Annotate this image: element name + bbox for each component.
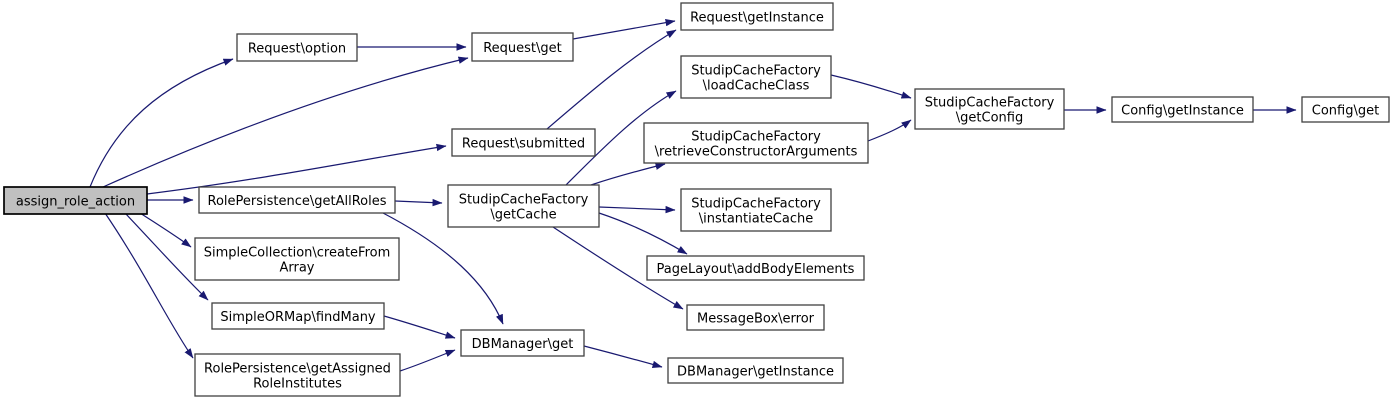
node-label-pagelayout-addbodyelements: PageLayout\addBodyElements [657, 262, 855, 277]
node-box-config-getinstance[interactable] [1111, 96, 1254, 123]
node-label-request-getinstance: Request\getInstance [690, 10, 824, 25]
node-box-studipcachefactory-getconfig[interactable] [914, 88, 1065, 130]
node-box-messagebox-error[interactable] [686, 304, 825, 331]
node-label-config-getinstance: Config\getInstance [1121, 103, 1244, 118]
node-label-studipcachefactory-instantiatecache: StudipCacheFactory\instantiateCache [691, 196, 821, 226]
edge-dbmanager-get--dbmanager-getinstance [583, 345, 663, 369]
node-box-request-option[interactable] [236, 33, 358, 62]
node-box-config-get[interactable] [1301, 96, 1390, 123]
node-request-option[interactable]: Request\option [236, 33, 358, 62]
edges-layer [89, 19, 1297, 372]
edge-rolepersistence-getassignedroleinstitutes--dbmanager-get [399, 349, 456, 372]
node-box-request-get[interactable] [471, 32, 574, 62]
node-request-getinstance[interactable]: Request\getInstance [680, 2, 834, 31]
node-dbmanager-get[interactable]: DBManager\get [460, 329, 585, 357]
node-box-studipcachefactory-instantiatecache[interactable] [680, 188, 832, 232]
node-studipcachefactory-retrieveconstructorarguments[interactable]: StudipCacheFactory\retrieveConstructorAr… [643, 122, 869, 164]
node-box-request-submitted[interactable] [451, 128, 596, 157]
node-box-simplecollection-createfromarray[interactable] [194, 237, 400, 281]
node-box-studipcachefactory-loadcacheclass[interactable] [680, 55, 832, 99]
node-request-submitted[interactable]: Request\submitted [451, 128, 596, 157]
node-label-rolepersistence-getallroles: RolePersistence\getAllRoles [208, 194, 387, 209]
node-box-simpleormap-findmany[interactable] [211, 302, 385, 330]
edge-studipcachefactory-getcache--studipcachefactory-loadcacheclass [565, 90, 677, 186]
edge-simpleormap-findmany--dbmanager-get [383, 315, 456, 339]
edge-studipcachefactory-getcache--messagebox-error [552, 226, 684, 310]
node-config-get[interactable]: Config\get [1301, 96, 1390, 123]
node-box-pagelayout-addbodyelements[interactable] [646, 255, 865, 281]
node-label-studipcachefactory-getcache: StudipCacheFactory\getCache [459, 192, 589, 222]
edge-studipcachefactory-getcache--pagelayout-addbodyelements [598, 212, 688, 255]
node-label-request-submitted: Request\submitted [462, 136, 585, 151]
edge-studipcachefactory-getcache--studipcachefactory-instantiatecache [598, 205, 676, 214]
edge-studipcachefactory-loadcacheclass--studipcachefactory-getconfig [830, 74, 912, 99]
node-box-request-getinstance[interactable] [680, 2, 834, 31]
edge-assign-role-action--rolepersistence-getassignedroleinstitutes [104, 212, 194, 359]
node-box-dbmanager-getinstance[interactable] [667, 357, 844, 384]
node-label-messagebox-error: MessageBox\error [697, 311, 815, 326]
node-box-rolepersistence-getassignedroleinstitutes[interactable] [194, 353, 401, 397]
node-box-dbmanager-get[interactable] [460, 329, 585, 357]
node-pagelayout-addbodyelements[interactable]: PageLayout\addBodyElements [646, 255, 865, 281]
node-label-studipcachefactory-loadcacheclass: StudipCacheFactory\loadCacheClass [691, 63, 821, 93]
edge-request-get--request-getinstance [572, 19, 676, 40]
edge-rolepersistence-getallroles--dbmanager-get [382, 212, 504, 325]
node-dbmanager-getinstance[interactable]: DBManager\getInstance [667, 357, 844, 384]
node-config-getinstance[interactable]: Config\getInstance [1111, 96, 1254, 123]
node-studipcachefactory-getconfig[interactable]: StudipCacheFactory\getConfig [914, 88, 1065, 130]
edge-rolepersistence-getallroles--studipcachefactory-getcache [394, 198, 443, 207]
edge-assign-role-action--request-submitted [146, 143, 447, 195]
node-box-assign-role-action[interactable] [3, 186, 148, 215]
node-request-get[interactable]: Request\get [471, 32, 574, 62]
node-box-rolepersistence-getallroles[interactable] [198, 186, 396, 214]
node-rolepersistence-getallroles[interactable]: RolePersistence\getAllRoles [198, 186, 396, 214]
node-label-studipcachefactory-retrieveconstructorarguments: StudipCacheFactory\retrieveConstructorAr… [655, 129, 858, 159]
node-assign-role-action[interactable]: assign_role_action [3, 186, 148, 215]
node-label-simpleormap-findmany: SimpleORMap\findMany [220, 310, 376, 325]
node-label-assign-role-action: assign_role_action [16, 194, 135, 209]
node-label-dbmanager-get: DBManager\get [472, 337, 574, 352]
edge-assign-role-action--request-option [89, 58, 234, 188]
node-studipcachefactory-loadcacheclass[interactable]: StudipCacheFactory\loadCacheClass [680, 55, 832, 99]
node-studipcachefactory-instantiatecache[interactable]: StudipCacheFactory\instantiateCache [680, 188, 832, 232]
node-box-studipcachefactory-getcache[interactable] [447, 184, 600, 228]
edge-studipcachefactory-getcache--studipcachefactory-retrieveconstructorarguments [590, 162, 666, 186]
node-studipcachefactory-getcache[interactable]: StudipCacheFactory\getCache [447, 184, 600, 228]
node-label-studipcachefactory-getconfig: StudipCacheFactory\getConfig [925, 95, 1055, 125]
node-label-request-option: Request\option [248, 41, 346, 56]
node-messagebox-error[interactable]: MessageBox\error [686, 304, 825, 331]
edge-assign-role-action--request-get [102, 56, 469, 188]
edge-assign-role-action--simplecollection-createfromarray [139, 212, 192, 248]
edge-request-submitted--request-getinstance [546, 29, 677, 130]
node-label-dbmanager-getinstance: DBManager\getInstance [677, 364, 834, 379]
node-simpleormap-findmany[interactable]: SimpleORMap\findMany [211, 302, 385, 330]
edge-studipcachefactory-retrieveconstructorarguments--studipcachefactory-getconfig [867, 119, 912, 142]
node-label-request-get: Request\get [483, 41, 562, 56]
edge-assign-role-action--simpleormap-findmany [124, 212, 209, 301]
node-box-studipcachefactory-retrieveconstructorarguments[interactable] [643, 122, 869, 164]
node-label-config-get: Config\get [1312, 103, 1379, 118]
